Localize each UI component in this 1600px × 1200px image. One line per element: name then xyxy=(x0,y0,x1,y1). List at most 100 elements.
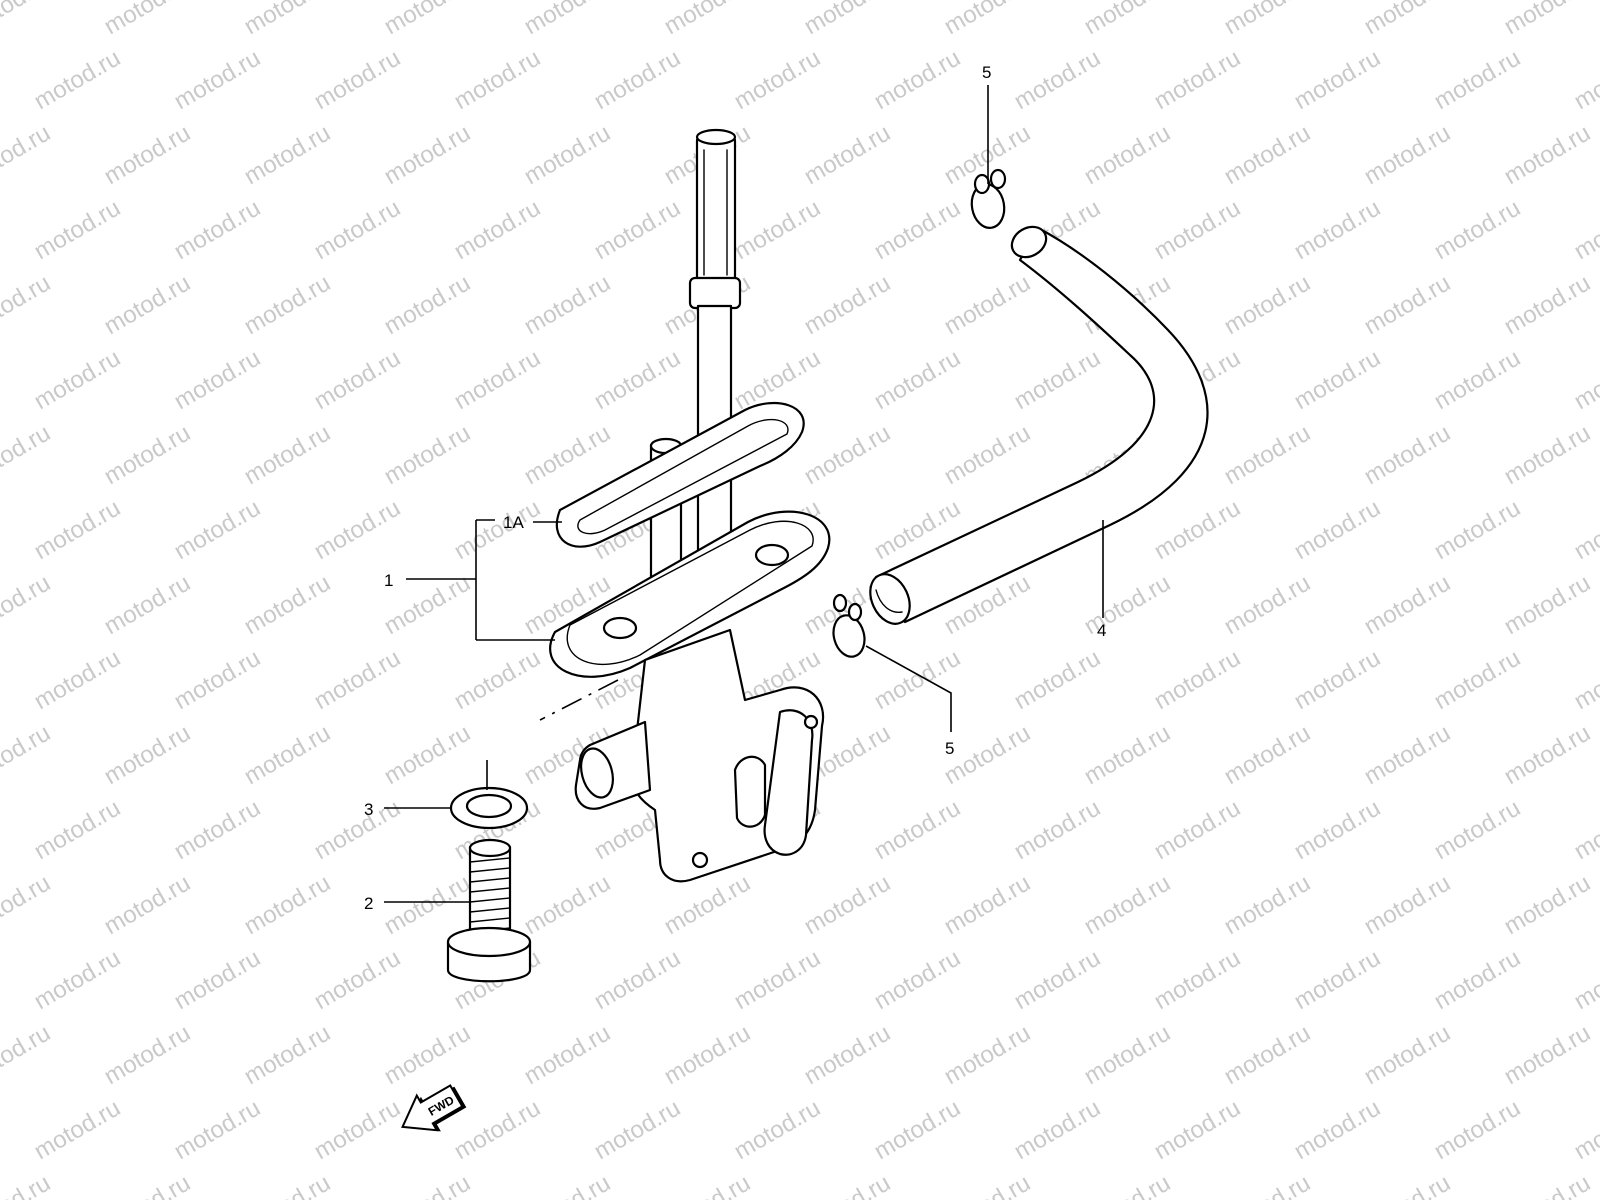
leader-lines xyxy=(384,85,1104,903)
watermark-text: motod.ru xyxy=(940,269,1036,340)
watermark-text: motod.ru xyxy=(0,419,55,490)
watermark-text: motod.ru xyxy=(100,869,196,940)
fuel-cock-assembly xyxy=(549,128,831,883)
watermark-text: motod.ru xyxy=(240,719,336,790)
watermark-text: motod.ru xyxy=(450,344,546,415)
hose-clip-top-icon xyxy=(970,168,1007,229)
watermark-text: motod.ru xyxy=(310,644,406,715)
watermark-text: motod.ru xyxy=(1360,569,1456,640)
watermark-text: motod.ru xyxy=(100,269,196,340)
watermark-text: motod.ru xyxy=(1430,644,1526,715)
watermark-text: motod.ru xyxy=(1500,269,1596,340)
watermark-text: motod.ru xyxy=(1500,419,1596,490)
watermark-text: motod.ru xyxy=(450,44,546,115)
watermark-text: motod.ru xyxy=(660,1019,756,1090)
watermark-text: motod.ru xyxy=(1430,344,1526,415)
watermark-text: motod.ru xyxy=(520,869,616,940)
watermark-text: motod.ru xyxy=(1430,44,1526,115)
watermark-text: motod.ru xyxy=(1570,944,1600,1015)
watermark-text: motod.ru xyxy=(170,794,266,865)
watermark-text: motod.ru xyxy=(660,1169,756,1200)
watermark-text: motod.ru xyxy=(940,1169,1036,1200)
watermark-text: motod.ru xyxy=(1360,1019,1456,1090)
watermark-text: motod.ru xyxy=(800,269,896,340)
watermark-text: motod.ru xyxy=(1080,1169,1176,1200)
watermark-text: motod.ru xyxy=(240,119,336,190)
watermark-text: motod.ru xyxy=(590,44,686,115)
watermark-text: motod.ru xyxy=(30,944,126,1015)
watermark-text: motod.ru xyxy=(1360,419,1456,490)
watermark-text: motod.ru xyxy=(1010,44,1106,115)
watermark-text: motod.ru xyxy=(240,1019,336,1090)
watermark-text: motod.ru xyxy=(520,269,616,340)
watermark-text: motod.ru xyxy=(520,1169,616,1200)
watermark-text: motod.ru xyxy=(100,1019,196,1090)
watermark-text: motod.ru xyxy=(870,1094,966,1165)
watermark-text: motod.ru xyxy=(380,269,476,340)
watermark-text: motod.ru xyxy=(1150,44,1246,115)
watermark-text: motod.ru xyxy=(1080,0,1176,40)
watermark-text: motod.ru xyxy=(240,1169,336,1200)
watermark-text: motod.ru xyxy=(1080,1019,1176,1090)
watermark-text: motod.ru xyxy=(380,419,476,490)
watermark-text: motod.ru xyxy=(1150,1094,1246,1165)
watermark-text: motod.ru xyxy=(800,1019,896,1090)
watermark-text: motod.ru xyxy=(1220,569,1316,640)
watermark-text: motod.ru xyxy=(1290,944,1386,1015)
watermark-text: motod.ru xyxy=(1010,944,1106,1015)
watermark-text: motod.ru xyxy=(730,194,826,265)
watermark-text: motod.ru xyxy=(0,869,55,940)
watermark-text: motod.ru xyxy=(0,119,55,190)
watermark-text: motod.ru xyxy=(1500,1019,1596,1090)
watermark-text: motod.ru xyxy=(1150,194,1246,265)
watermark-text: motod.ru xyxy=(590,1094,686,1165)
watermark-text: motod.ru xyxy=(1290,644,1386,715)
watermark-text: motod.ru xyxy=(940,1019,1036,1090)
watermark-text: motod.ru xyxy=(1570,494,1600,565)
watermark-text: motod.ru xyxy=(1500,719,1596,790)
watermark-text: motod.ru xyxy=(800,419,896,490)
watermark-text: motod.ru xyxy=(1500,0,1596,40)
centre-line xyxy=(539,679,619,721)
callout-4: 4 xyxy=(1097,621,1106,640)
watermark-text: motod.ru xyxy=(100,1169,196,1200)
watermark-text: motod.ru xyxy=(170,944,266,1015)
callout-5-bottom: 5 xyxy=(945,739,954,758)
watermark-text: motod.ru xyxy=(1360,869,1456,940)
watermark-text: motod.ru xyxy=(240,569,336,640)
watermark-text: motod.ru xyxy=(730,944,826,1015)
watermark-text: motod.ru xyxy=(1500,569,1596,640)
watermark-text: motod.ru xyxy=(730,44,826,115)
watermark-text: motod.ru xyxy=(450,494,546,565)
fuel-hose xyxy=(869,225,1209,625)
watermark-text: motod.ru xyxy=(1290,344,1386,415)
watermark-text: motod.ru xyxy=(380,0,476,40)
fwd-arrow-icon: FWD xyxy=(401,1084,467,1132)
watermark-text: motod.ru xyxy=(520,0,616,40)
watermark-text: motod.ru xyxy=(1360,719,1456,790)
watermark-text: motod.ru xyxy=(1220,0,1316,40)
watermark-text: motod.ru xyxy=(1570,794,1600,865)
watermark-text: motod.ru xyxy=(1500,119,1596,190)
watermark-text: motod.ru xyxy=(1290,494,1386,565)
watermark-text: motod.ru xyxy=(520,1019,616,1090)
watermark-text: motod.ru xyxy=(870,944,966,1015)
watermark-text: motod.ru xyxy=(590,344,686,415)
watermark-text: motod.ru xyxy=(170,1094,266,1165)
watermark-text: motod.ru xyxy=(1220,869,1316,940)
watermark-text: motod.ru xyxy=(30,194,126,265)
watermark-text: motod.ru xyxy=(1010,1094,1106,1165)
watermark-text: motod.ru xyxy=(380,1019,476,1090)
watermark-text: motod.ru xyxy=(1360,269,1456,340)
watermark-text: motod.ru xyxy=(800,119,896,190)
watermark-text: motod.ru xyxy=(1570,194,1600,265)
watermark-text: motod.ru xyxy=(380,869,476,940)
watermark-text: motod.ru xyxy=(1360,119,1456,190)
watermark-text: motod.ru xyxy=(1500,869,1596,940)
watermark-text: motod.ru xyxy=(1080,719,1176,790)
watermark-text: motod.ru xyxy=(870,194,966,265)
watermark-text: motod.ru xyxy=(0,269,55,340)
watermark-text: motod.ru xyxy=(940,419,1036,490)
watermark-text: motod.ru xyxy=(1430,1094,1526,1165)
